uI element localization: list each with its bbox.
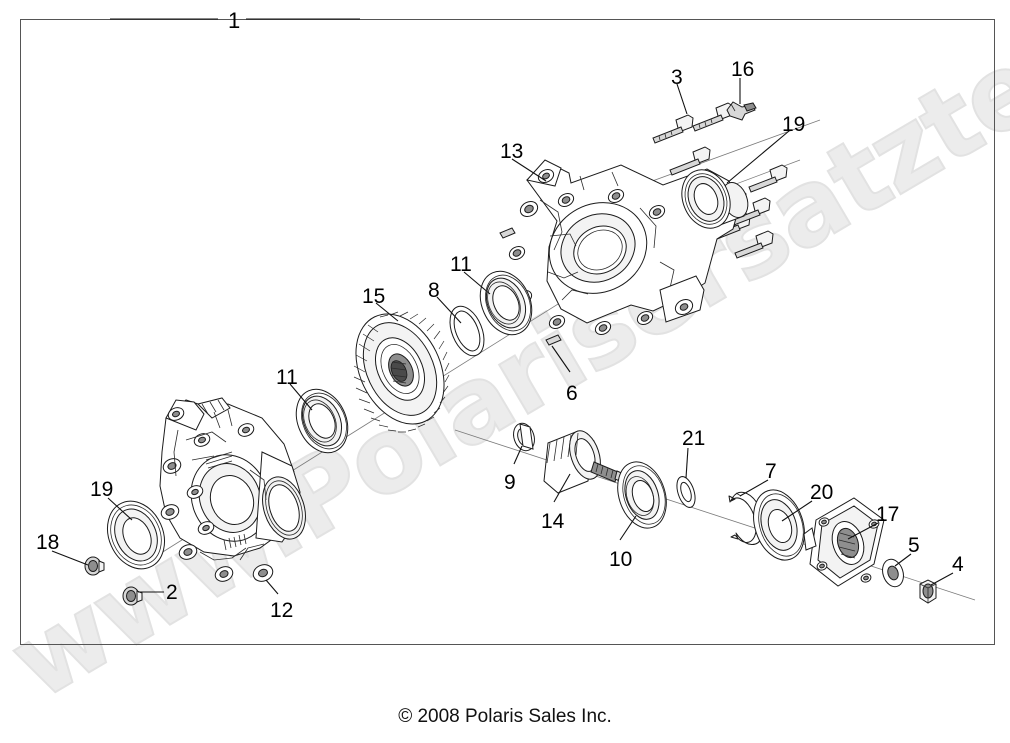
callout-18: 18 <box>36 531 60 554</box>
callout-10: 10 <box>609 548 633 571</box>
spacer-collar <box>513 422 535 452</box>
flange-bolt <box>669 146 711 176</box>
callout-8: 8 <box>428 279 440 302</box>
callout-5: 5 <box>908 534 920 557</box>
callout-19-upper: 19 <box>782 113 806 136</box>
callout-15: 15 <box>362 285 386 308</box>
callout-14: 14 <box>541 510 565 533</box>
gearcase-cover <box>508 159 749 335</box>
washer <box>882 558 904 588</box>
callout-16: 16 <box>731 58 755 81</box>
callout-4: 4 <box>952 553 964 576</box>
ball-bearing-left <box>295 388 349 454</box>
gearcase-housing <box>159 397 306 582</box>
nut <box>919 579 937 604</box>
flange-bolt <box>748 164 788 193</box>
callout-20: 20 <box>810 481 834 504</box>
o-ring <box>449 305 485 357</box>
oil-seal-20 <box>753 489 805 561</box>
leader-lines <box>51 78 954 595</box>
callout-13: 13 <box>500 140 524 163</box>
ring-gear <box>353 311 450 433</box>
flange-bolt <box>692 102 734 132</box>
flange-bolt <box>652 114 694 144</box>
callout-9: 9 <box>504 471 516 494</box>
oil-seal-left <box>107 500 165 570</box>
callout-21: 21 <box>682 427 706 450</box>
callout-6: 6 <box>566 382 578 405</box>
callout-1: 1 <box>228 8 241 33</box>
diagram-frame <box>20 19 995 645</box>
callout-19-left: 19 <box>90 478 114 501</box>
fill-plug <box>122 586 143 606</box>
callout-7: 7 <box>765 460 777 483</box>
bearing-10 <box>617 461 667 529</box>
flange-bolt <box>731 197 771 226</box>
shim-washer <box>676 476 696 508</box>
callout-12: 12 <box>270 599 294 622</box>
breather-fitting <box>726 101 757 121</box>
dowel-pin <box>499 227 562 346</box>
drain-plug <box>84 556 105 576</box>
callout-17: 17 <box>876 503 900 526</box>
bearing-carrier-flange <box>803 497 885 587</box>
housing-bolt-bosses <box>160 423 274 582</box>
callout-11-upper: 11 <box>450 253 472 276</box>
oil-seal-upper <box>681 169 731 229</box>
ball-bearing-upper <box>479 270 533 336</box>
callout-3: 3 <box>671 66 683 89</box>
callout-2: 2 <box>166 581 178 604</box>
flange-bolt <box>734 230 774 259</box>
copyright-notice: © 2008 Polaris Sales Inc. <box>398 706 612 727</box>
callout-11-left: 11 <box>276 366 298 389</box>
